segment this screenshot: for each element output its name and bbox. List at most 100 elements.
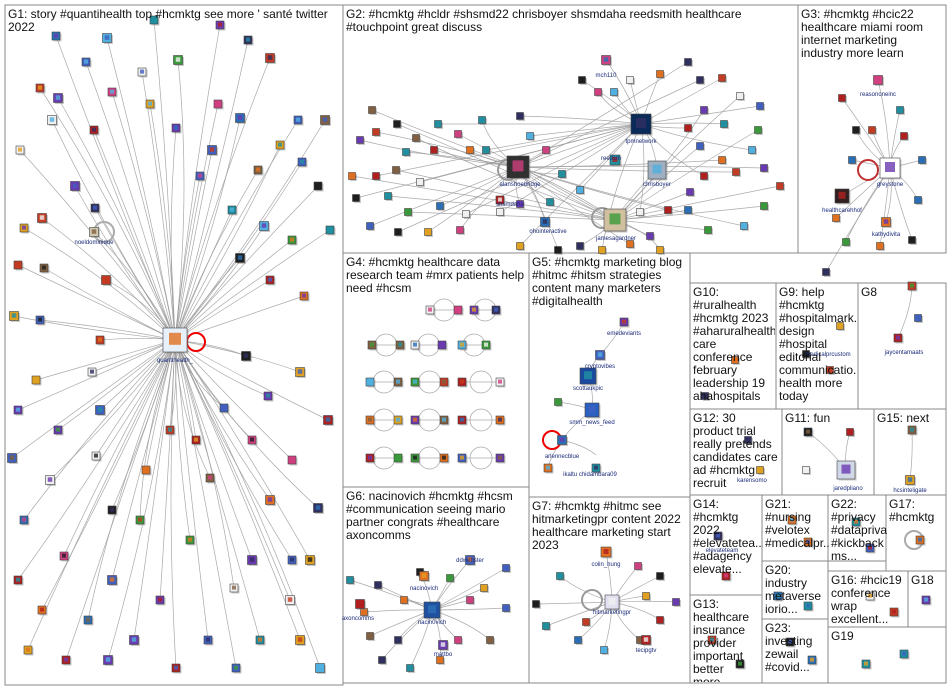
node-avatar-detail (16, 577, 20, 582)
graph-edge (174, 339, 237, 669)
graph-edge (174, 339, 311, 561)
g6-node-12 (454, 636, 462, 644)
node-label-healthcarehhof: healthcarehhof (822, 208, 862, 214)
group-label-g23: G23: investing zewail #covid... (765, 622, 813, 674)
g9-node-b (836, 322, 844, 330)
node-avatar-detail (11, 313, 17, 318)
node-avatar-detail (84, 59, 88, 64)
node-avatar-detail (54, 33, 58, 38)
graph-edge (93, 231, 176, 341)
node-avatar-detail (93, 205, 97, 210)
g2-node-23 (526, 132, 534, 140)
node-avatar-detail (218, 22, 222, 27)
node-avatar-detail (152, 17, 156, 22)
node-label-arlennecblue: arlennecblue (545, 454, 580, 460)
node-avatar-detail (297, 369, 303, 374)
g2-node-62 (700, 172, 708, 180)
graph-edge (174, 339, 211, 479)
graph-edge (825, 167, 891, 273)
node-avatar-detail (868, 545, 872, 550)
node-label-elevateteam: elevateteam (706, 548, 739, 554)
g2-node-6 (478, 116, 486, 124)
g2-node-36 (700, 106, 708, 114)
node-avatar-detail (97, 407, 103, 412)
node-avatar-detail (55, 95, 61, 100)
graph-edge (174, 175, 201, 341)
node-avatar-detail (39, 215, 45, 220)
g2-node-40 (760, 164, 768, 172)
g2-node-34 (736, 92, 744, 100)
group-label-g6: G6: nacinovich #hcmktg #hcsm #communicat… (346, 490, 513, 542)
g4-loop (469, 446, 493, 470)
graph-edge (359, 139, 519, 168)
node-avatar-detail (174, 125, 178, 130)
g2-node-37 (720, 120, 728, 128)
node-avatar-detail (603, 57, 609, 62)
graph-edge (174, 103, 219, 341)
graph-edge (41, 217, 176, 341)
node-avatar-detail (237, 115, 243, 120)
node-label-jaredpliano: jaredpliano (832, 486, 863, 492)
node-avatar-detail (232, 585, 236, 590)
node-avatar-detail (62, 553, 66, 558)
g2-node-44 (704, 226, 712, 234)
node-avatar-detail (16, 407, 20, 412)
g2-node-8 (416, 178, 424, 186)
g2-node-13 (348, 172, 356, 180)
node-avatar-detail (396, 379, 400, 384)
graph-edge (153, 19, 176, 341)
g2-node-51 (554, 246, 562, 254)
node-avatar-detail (131, 637, 137, 642)
group-label-g3: G3: #hcmktg #hcic22 healthcare miami roo… (801, 8, 924, 60)
graph-edge (517, 123, 642, 168)
graph-edge (519, 123, 642, 247)
node-avatar-detail (854, 519, 858, 524)
graph-edge (35, 339, 176, 381)
group-panel-g22 (827, 494, 887, 562)
node-avatar-detail (442, 455, 446, 460)
g9-node-c (826, 366, 834, 374)
g2-node-58 (430, 146, 438, 154)
g7-node-2 (532, 600, 540, 608)
graph-edge (170, 127, 177, 341)
graph-edge (465, 123, 642, 215)
node-label-noeldominique: noeldominique (74, 240, 114, 246)
group-label-g4: G4: #hcmktg healthcare data research tea… (346, 256, 525, 295)
node-avatar-detail (512, 160, 524, 172)
g2-node-66 (636, 208, 644, 216)
node-avatar-detail (237, 255, 243, 260)
g2-node-7 (392, 166, 400, 174)
group-panel-g10 (689, 282, 777, 410)
node-avatar-detail (290, 557, 294, 562)
g7-node-3 (542, 622, 550, 630)
node-avatar-detail (918, 537, 922, 542)
g7-node-11 (582, 618, 590, 626)
graph-edge (39, 319, 176, 341)
node-avatar-detail (86, 617, 90, 622)
g2-node-61 (718, 156, 726, 164)
node-avatar-detail (109, 577, 115, 582)
group-label-g14: G14: #hcmktg 2022 #elevatetea... #adagen… (693, 498, 763, 576)
group-label-g18: G18 (911, 574, 934, 587)
graph-edge (57, 339, 176, 431)
g2-node-18 (516, 200, 524, 208)
group-label-g1: G1: story #quantihealth top #hcmktg see … (8, 8, 328, 34)
g2-node-43 (740, 222, 748, 230)
graph-edge (11, 339, 176, 459)
g2-node-65 (732, 168, 740, 176)
node-avatar-detail (907, 477, 913, 482)
node-avatar-detail (806, 429, 810, 434)
graph-edge (174, 339, 291, 601)
graph-edge (174, 209, 233, 341)
g2-node-31 (684, 58, 692, 66)
graph-edge (174, 144, 281, 341)
g6-node-16 (466, 596, 474, 604)
graph-edge (517, 166, 651, 237)
node-avatar-detail (498, 379, 502, 384)
node-avatar-detail (776, 593, 780, 598)
g2-node-22 (542, 146, 550, 154)
node-label-tpmnetwork: tpmnetwork (625, 139, 657, 145)
self-loop (857, 159, 879, 181)
g2-node-16 (404, 208, 412, 216)
node-avatar-detail (256, 167, 260, 172)
